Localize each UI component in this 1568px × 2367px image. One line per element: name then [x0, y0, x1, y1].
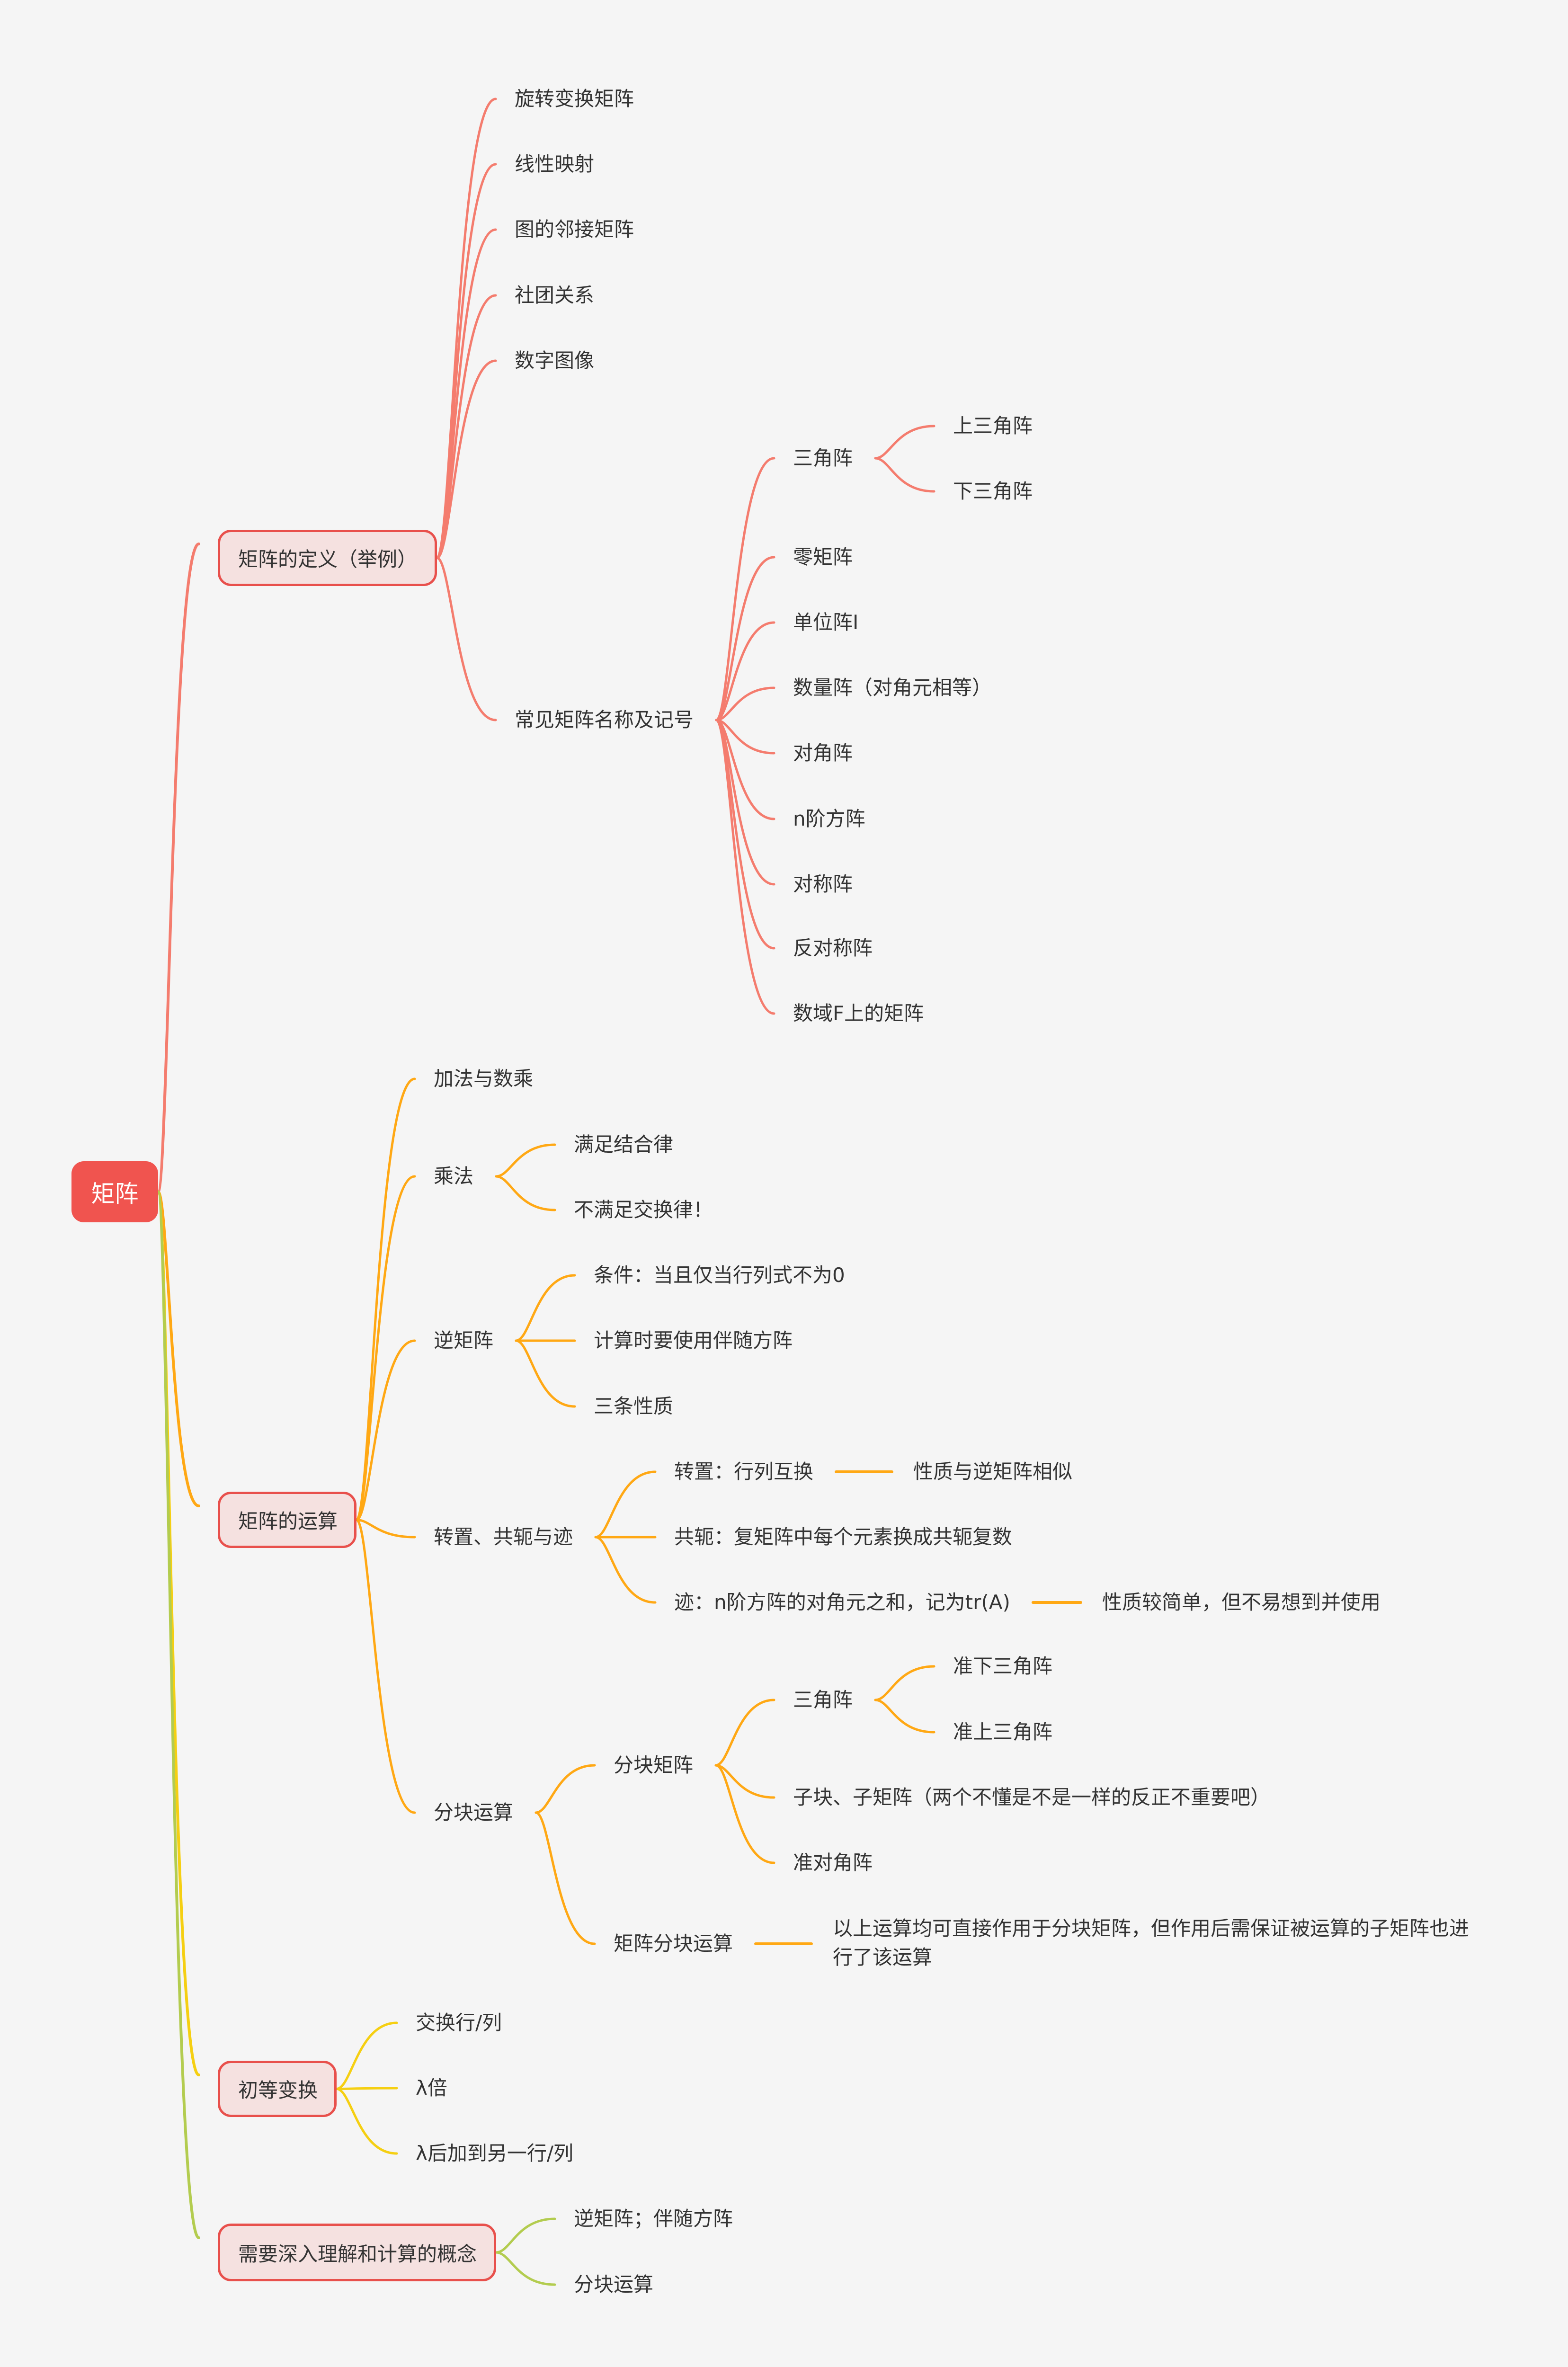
subtopic-upper-triangular[interactable]: 上三角阵 [953, 414, 1033, 437]
subtopic-antisymmetric[interactable]: 反对称阵 [793, 936, 873, 960]
subtopic-add-multiple[interactable]: λ后加到另一行/列 [416, 2142, 574, 2165]
connector-line [355, 1339, 416, 1521]
subtopic-trace[interactable]: 迹：n阶方阵的对角元之和，记为tr(A) [674, 1591, 1010, 1614]
note-trace-property[interactable]: 性质较简单，但不易想到并使用 [1102, 1591, 1381, 1614]
connector-line [495, 1143, 556, 1178]
connector-line [715, 719, 775, 1015]
subtopic-quasi-diagonal[interactable]: 准对角阵 [793, 1851, 873, 1874]
connector-line [335, 2087, 398, 2090]
subtopic-diagonal[interactable]: 对角阵 [793, 741, 853, 765]
connector-line [714, 1764, 775, 1864]
subtopic-associative[interactable]: 满足结合律 [574, 1133, 674, 1156]
connector-line [715, 686, 775, 721]
connector-line [714, 1764, 775, 1799]
connector-line [515, 1274, 576, 1342]
connector-line [874, 1665, 935, 1701]
subtopic-multiplication[interactable]: 乘法 [434, 1165, 474, 1188]
connector-line [436, 294, 497, 559]
connector-line [715, 719, 775, 820]
subtopic-transpose[interactable]: 转置：行列互换 [674, 1460, 814, 1483]
connector-line [335, 2088, 398, 2155]
connector-line [355, 1519, 416, 1814]
connector-line [355, 1175, 416, 1521]
subtopic-addition[interactable]: 加法与数乘 [434, 1067, 534, 1090]
connector-line [874, 425, 935, 460]
connector-line [715, 457, 775, 721]
connector-line [715, 556, 775, 721]
connector-line [157, 543, 200, 1193]
subtopic-lower-triangular[interactable]: 下三角阵 [953, 480, 1033, 503]
subtopic-zero-matrix[interactable]: 零矩阵 [793, 545, 853, 569]
subtopic-community[interactable]: 社团关系 [515, 284, 595, 307]
connector-line [495, 1175, 556, 1211]
connector-line [874, 1699, 935, 1734]
subtopic-adjacency-matrix[interactable]: 图的邻接矩阵 [515, 218, 634, 241]
subtopic-block-operations[interactable]: 分块运算 [434, 1801, 514, 1824]
subtopic-common-matrices[interactable]: 常见矩阵名称及记号 [515, 708, 694, 731]
subtopic-sub-blocks[interactable]: 子块、子矩阵（两个不懂是不是一样的反正不重要吧） [793, 1786, 1271, 1809]
note-transpose-property[interactable]: 性质与逆矩阵相似 [913, 1460, 1073, 1483]
topic-key-concepts[interactable]: 需要深入理解和计算的概念 [218, 2224, 496, 2281]
connector-lines [157, 98, 1082, 2286]
connector-line [355, 1519, 416, 1539]
connector-line [157, 1190, 200, 1507]
note-block-operations[interactable]: 以上运算均可直接作用于分块矩阵，但作用后需保证被运算的子矩阵也进行了该运算 [833, 1917, 1470, 1969]
subtopic-adjugate[interactable]: 计算时要使用伴随方阵 [594, 1329, 793, 1352]
subtopic-inverse[interactable]: 逆矩阵 [434, 1329, 494, 1352]
connector-line [436, 557, 497, 721]
subtopic-symmetric[interactable]: 对称阵 [793, 872, 853, 896]
subtopic-linear-map[interactable]: 线性映射 [515, 152, 595, 176]
topic-matrix-definition[interactable]: 矩阵的定义（举例） [218, 530, 437, 586]
connector-line [436, 98, 497, 559]
connector-line [715, 621, 775, 721]
subtopic-square[interactable]: n阶方阵 [793, 807, 865, 830]
subtopic-matrix-block-operations[interactable]: 矩阵分块运算 [614, 1932, 733, 1955]
topic-matrix-operations[interactable]: 矩阵的运算 [218, 1492, 356, 1548]
connector-line [715, 719, 775, 755]
connector-line [535, 1764, 596, 1814]
connector-line [594, 1536, 657, 1604]
subtopic-conjugate[interactable]: 共轭：复矩阵中每个元素换成共轭复数 [674, 1525, 1013, 1548]
subtopic-swap-rows[interactable]: 交换行/列 [416, 2011, 502, 2034]
subtopic-digital-image[interactable]: 数字图像 [515, 349, 595, 372]
connector-line [714, 1699, 775, 1767]
subtopic-block-matrix[interactable]: 分块矩阵 [614, 1753, 694, 1777]
subtopic-block-ops-concept[interactable]: 分块运算 [574, 2273, 654, 2296]
subtopic-quasi-lower-triangular[interactable]: 准下三角阵 [953, 1655, 1053, 1678]
connector-line [495, 2217, 556, 2254]
subtopic-scalar-matrix[interactable]: 数量阵（对角元相等） [793, 676, 992, 699]
subtopic-identity[interactable]: 单位阵I [793, 611, 859, 634]
subtopic-not-commutative[interactable]: 不满足交换律！ [574, 1198, 713, 1221]
connector-line [515, 1339, 576, 1408]
connector-line [436, 359, 497, 559]
subtopic-inverse-condition[interactable]: 条件：当且仅当行列式不为0 [594, 1264, 845, 1287]
root-topic[interactable]: 矩阵 [71, 1161, 158, 1222]
connector-line [535, 1811, 596, 1945]
connector-line [335, 2021, 398, 2090]
connector-line [355, 1077, 416, 1521]
subtopic-quasi-upper-triangular[interactable]: 准上三角阵 [953, 1720, 1053, 1744]
connector-line [495, 2251, 556, 2286]
subtopic-triangular[interactable]: 三角阵 [793, 446, 853, 470]
subtopic-inverse-adjugate[interactable]: 逆矩阵；伴随方阵 [574, 2207, 733, 2230]
subtopic-three-properties[interactable]: 三条性质 [594, 1395, 674, 1418]
subtopic-field-matrix[interactable]: 数域F上的矩阵 [793, 1002, 924, 1025]
subtopic-rotation-matrix[interactable]: 旋转变换矩阵 [515, 87, 634, 110]
subtopic-block-triangular[interactable]: 三角阵 [793, 1688, 853, 1711]
connector-line [157, 1190, 200, 2239]
connector-line [874, 457, 935, 493]
subtopic-transpose-conjugate-trace[interactable]: 转置、共轭与迹 [434, 1525, 573, 1548]
subtopic-scale-row[interactable]: λ倍 [416, 2076, 447, 2100]
topic-elementary-transform[interactable]: 初等变换 [218, 2061, 337, 2117]
connector-line [594, 1470, 657, 1539]
